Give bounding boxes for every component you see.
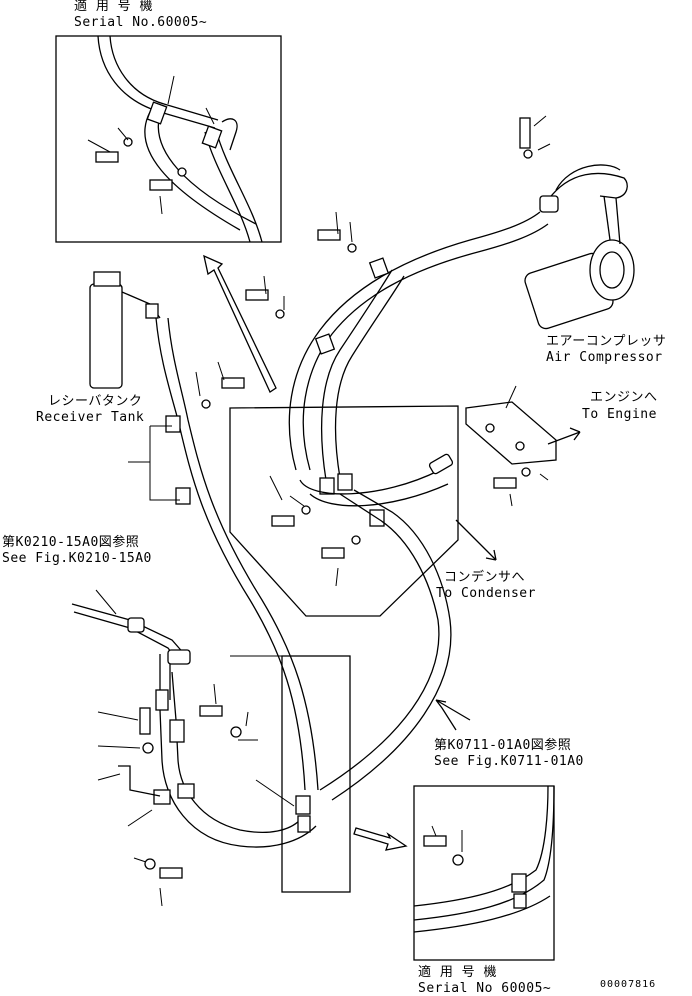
top-serial-label-en: Serial No.60005~ [74,15,208,30]
drawing-number: 00007816 [600,979,657,990]
see-fig-1-label-jp: 第K0210-15A0図参照 [2,535,140,550]
to-bottom-inset-arrow [353,827,408,851]
engine-bracket [465,401,557,465]
bottom-serial-label-en: Serial No 60005~ [418,981,552,996]
top-inset [55,35,282,243]
to-condenser-arrow [455,519,497,561]
to-condenser-label-jp: コンデンサへ [444,570,526,585]
see-fig-2-label-jp: 第K0711-01A0図参照 [434,738,572,753]
see-fig-2-label-en: See Fig.K0711-01A0 [434,754,584,769]
bottom-serial-label-jp: 適 用 号 機 [418,965,497,980]
flow-arrow-up [203,254,277,393]
receiver-tank-label-jp: レシーバタンク [48,394,143,409]
center-inset [229,405,459,617]
receiver-tank [89,271,161,389]
top-serial-label-jp: 適 用 号 機 [74,0,153,14]
to-engine-label-en: To Engine [582,407,657,422]
to-engine-label-jp: エンジンへ [590,390,658,405]
see-fig-1-label-en: See Fig.K0210-15A0 [2,551,152,566]
to-condenser-label-en: To Condenser [436,586,536,601]
receiver-tank-label-en: Receiver Tank [36,410,145,425]
lower-center-inset [281,655,351,893]
air-compressor [524,164,635,330]
bottom-inset [413,785,555,961]
air-compressor-label-en: Air Compressor [546,350,663,365]
air-compressor-label-jp: エアーコンプレッサ [546,334,667,349]
to-engine-arrow [547,427,581,445]
